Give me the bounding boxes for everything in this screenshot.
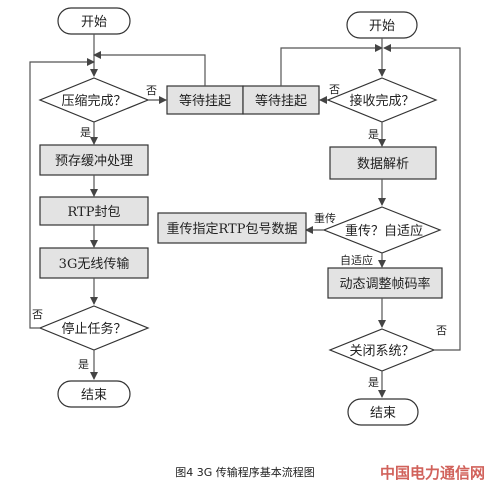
wireless-box	[39, 247, 149, 279]
close-decision-label: 关闭系统？	[349, 344, 414, 359]
parse-label: 数据解析	[357, 157, 409, 172]
right-end-label: 结束	[370, 406, 396, 421]
rtp-pack-label: RTP封包	[68, 205, 121, 220]
figure-caption: 图4 3G 传输程序基本流程图	[175, 465, 315, 479]
adjust-rate-label: 动态调整帧码率	[339, 276, 430, 292]
wait-suspend-label-left: 等待挂起	[179, 93, 231, 109]
retransmit-box-label: 重传指定RTP包号数据	[167, 221, 298, 237]
stop-yes-label: 是	[78, 358, 89, 371]
left-end-node	[57, 380, 131, 408]
receive-decision-label: 接收完成？	[349, 93, 414, 109]
stop-decision-label: 停止任务？	[61, 321, 126, 337]
right-start-label: 开始	[369, 19, 395, 34]
receive-no-label: 否	[329, 83, 340, 96]
watermark: 中国电力通信网	[380, 464, 485, 482]
parse-box	[329, 146, 437, 180]
adjust-rate-box	[327, 267, 443, 299]
wait-loop-left-connector	[93, 51, 206, 86]
pre-buffer-label: 预存缓冲处理	[55, 154, 133, 169]
compress-decision-label: 压缩完成？	[61, 93, 126, 109]
adaptive-label: 自适应	[340, 253, 373, 267]
receive-yes-label: 是	[368, 128, 379, 141]
stop-loop-connector	[29, 58, 95, 329]
retransmit-decision-label: 重传？自适应	[345, 223, 423, 239]
retransmit-box	[157, 212, 307, 244]
left-end-label: 结束	[81, 388, 107, 403]
right-end-node	[347, 398, 419, 426]
close-loop-connector	[383, 44, 461, 351]
compress-yes-label: 是	[80, 126, 91, 139]
close-no-label: 否	[436, 324, 447, 337]
compress-no-label: 否	[146, 84, 157, 97]
close-yes-label: 是	[368, 376, 379, 389]
wait-suspend-box-right	[242, 85, 320, 115]
wait-suspend-box-left	[166, 85, 244, 115]
wait-suspend-label-right: 等待挂起	[255, 93, 307, 109]
left-start-label: 开始	[81, 15, 107, 30]
wait-loop-right-connector	[280, 44, 383, 86]
stop-no-label: 否	[32, 308, 43, 321]
wireless-label: 3G无线传输	[59, 256, 130, 272]
retransmit-label: 重传	[314, 211, 336, 225]
